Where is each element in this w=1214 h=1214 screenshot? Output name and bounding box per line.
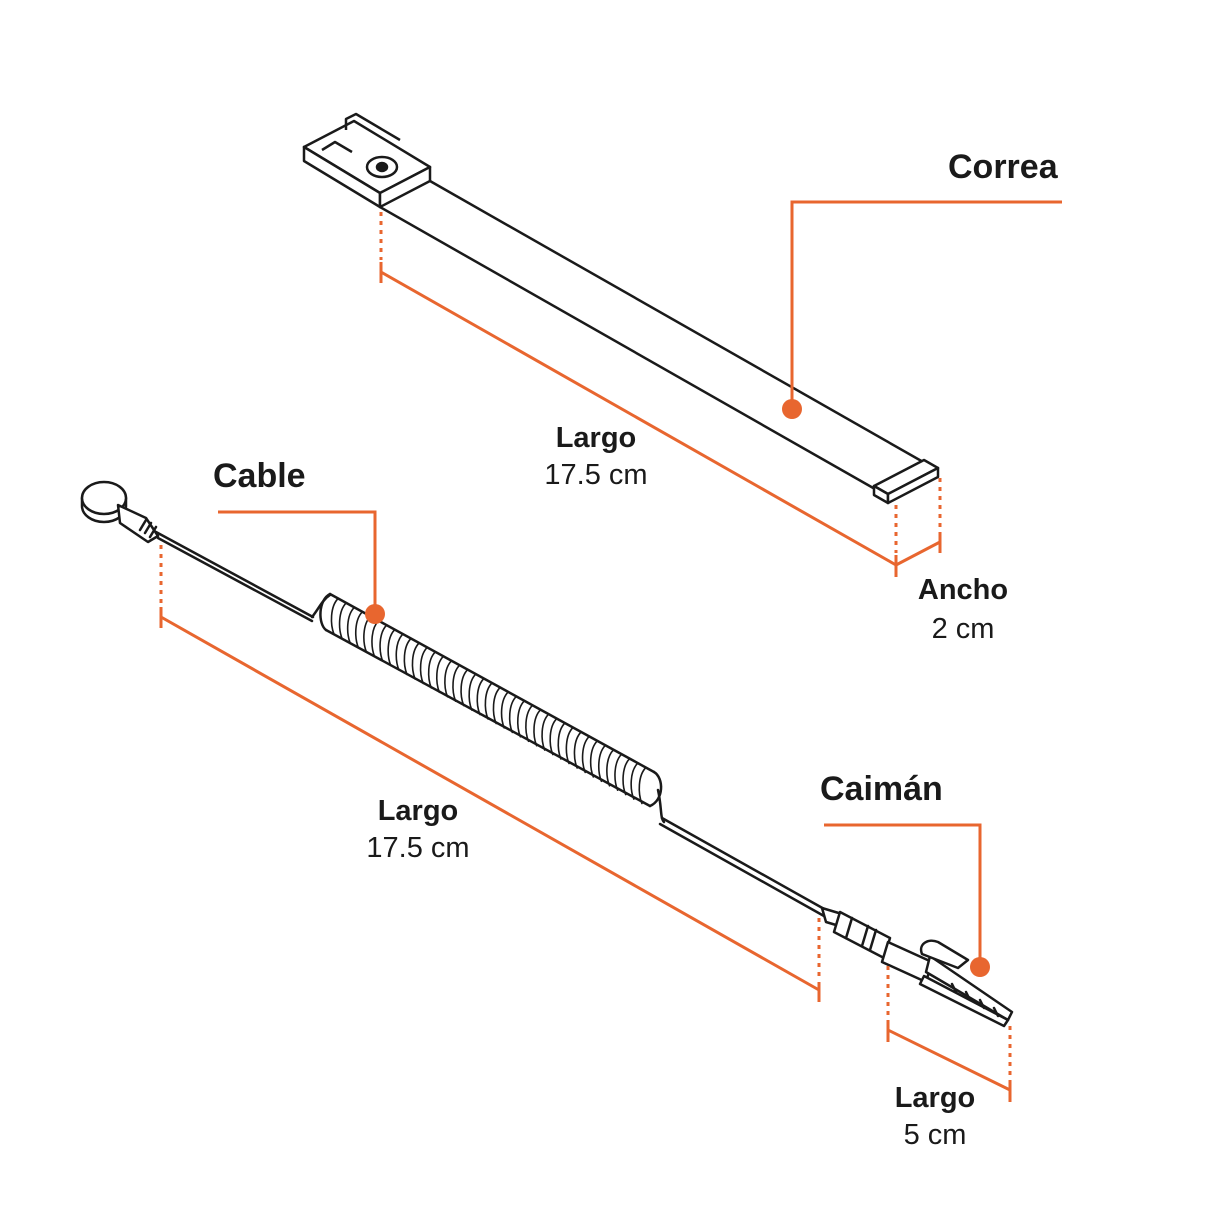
cable-plug-ring-2: [860, 924, 870, 948]
caiman-length-value: 5 cm: [903, 1119, 967, 1151]
cable-wire-out-coil: [656, 788, 666, 824]
cable-coil-ring: [484, 682, 493, 720]
caiman-leader-dot: [970, 957, 990, 977]
cable-coil-ring: [468, 673, 477, 711]
cable-wire-left-2: [156, 536, 314, 623]
cable-coil-ring: [500, 691, 509, 729]
cable-coil-ring: [630, 762, 639, 800]
cable-coil-ring: [565, 726, 574, 765]
cable-boot-ridge-3: [148, 525, 158, 539]
cable-coil-ring: [460, 668, 469, 707]
cable-plug-ring-1: [844, 916, 854, 940]
cable-coil-rings: [330, 597, 647, 805]
cable-wire-right-1: [660, 816, 828, 912]
correa-length-value: 17.5 cm: [544, 459, 648, 491]
correa-length-title: Largo: [555, 422, 637, 454]
cable-leader-dot: [365, 604, 385, 624]
cable-coil-ring: [338, 602, 347, 640]
alligator-teeth-3: [978, 998, 986, 1010]
cable-coil-ring: [581, 735, 590, 774]
cable-coil-ring: [395, 633, 404, 671]
cable-coil-start: [319, 592, 332, 632]
cable-coil-ring: [354, 611, 364, 649]
strap-buckle-raise: [344, 112, 401, 142]
strap-dimensions: [379, 200, 1062, 577]
alligator-clip-jaw-bottom: [918, 974, 1010, 1028]
cable-coil-ring: [541, 713, 550, 751]
correa-leader: [790, 200, 1062, 408]
alligator-teeth-1: [950, 982, 958, 994]
cable-coil-ring: [419, 646, 428, 685]
cable-coil-ring: [411, 642, 420, 680]
cable-coil-ring: [444, 660, 453, 698]
cable-coil-ring: [597, 744, 607, 783]
caiman-length-title: Largo: [894, 1082, 976, 1114]
cable-leader: [218, 510, 377, 612]
cable-coil-ring: [387, 628, 396, 667]
cable-wire-left-1: [154, 530, 315, 619]
cable-coil-ring: [622, 757, 631, 796]
strap-buckle-slot: [321, 140, 353, 154]
cable-coil-ring: [516, 700, 526, 738]
cable-snap-boot: [116, 503, 160, 544]
alligator-clip-lever: [919, 939, 970, 970]
cable-coil-ring: [614, 753, 623, 791]
cable-length-value: 17.5 cm: [366, 832, 470, 864]
cable-coil-ring: [330, 597, 339, 636]
ancho-title: Ancho: [917, 574, 1009, 606]
cable-wire-right-2: [658, 822, 826, 918]
cable-plug-ring-3: [868, 928, 878, 952]
cable-boot-ridge-1: [138, 518, 148, 532]
strap-tip-front: [886, 466, 940, 505]
correa-label: Correa: [948, 148, 1058, 186]
strap-length-dimension: [380, 270, 897, 567]
cable-coil-ring: [557, 722, 566, 760]
correa-leader-dot: [782, 399, 802, 419]
cable-length-title: Largo: [377, 795, 459, 827]
cable-coil-ring: [492, 686, 501, 725]
cable-snap-head: [80, 480, 128, 516]
cable-coil-ring: [452, 664, 461, 702]
cable-coil-ring: [606, 749, 615, 787]
strap-drawing: [302, 112, 940, 505]
caiman-length-dimension: [887, 1028, 1011, 1092]
caiman-leader: [824, 823, 982, 966]
alligator-teeth-4: [992, 1006, 1000, 1018]
cable-label: Cable: [213, 457, 306, 495]
cable-coil-end: [648, 770, 663, 808]
alligator-teeth-2: [964, 990, 972, 1002]
cable-coil-ring: [573, 731, 582, 769]
cable-coil-ring: [589, 740, 599, 778]
caiman-label: Caimán: [820, 770, 943, 808]
cable-coil-ring: [476, 677, 485, 716]
cable-dimensions: [159, 510, 1012, 1102]
cable-coil-ring: [435, 655, 445, 694]
cable-coil-ring: [638, 766, 647, 805]
strap-width-dimension: [895, 540, 941, 567]
cable-plug-body: [832, 910, 892, 960]
cable-coil-ring: [403, 637, 412, 676]
cable-coil-ring: [508, 695, 518, 734]
strap-snap-center: [375, 161, 389, 173]
cable-coil-ring: [379, 624, 388, 662]
cable-coil-ring: [371, 619, 380, 658]
strap-band-bottom: [379, 205, 883, 495]
cable-length-dimension: [160, 615, 820, 992]
cable-coil-ring: [525, 704, 534, 743]
cable-coil-ring: [427, 651, 437, 689]
cable-coil-ring: [533, 708, 542, 747]
cable-coil-ring: [549, 717, 558, 756]
cable-coil-ring: [346, 606, 356, 645]
strap-band-top: [429, 179, 933, 469]
ancho-value: 2 cm: [931, 613, 995, 645]
cable-boot-ridge-2: [143, 521, 153, 535]
cable-drawing: [80, 480, 1014, 1028]
